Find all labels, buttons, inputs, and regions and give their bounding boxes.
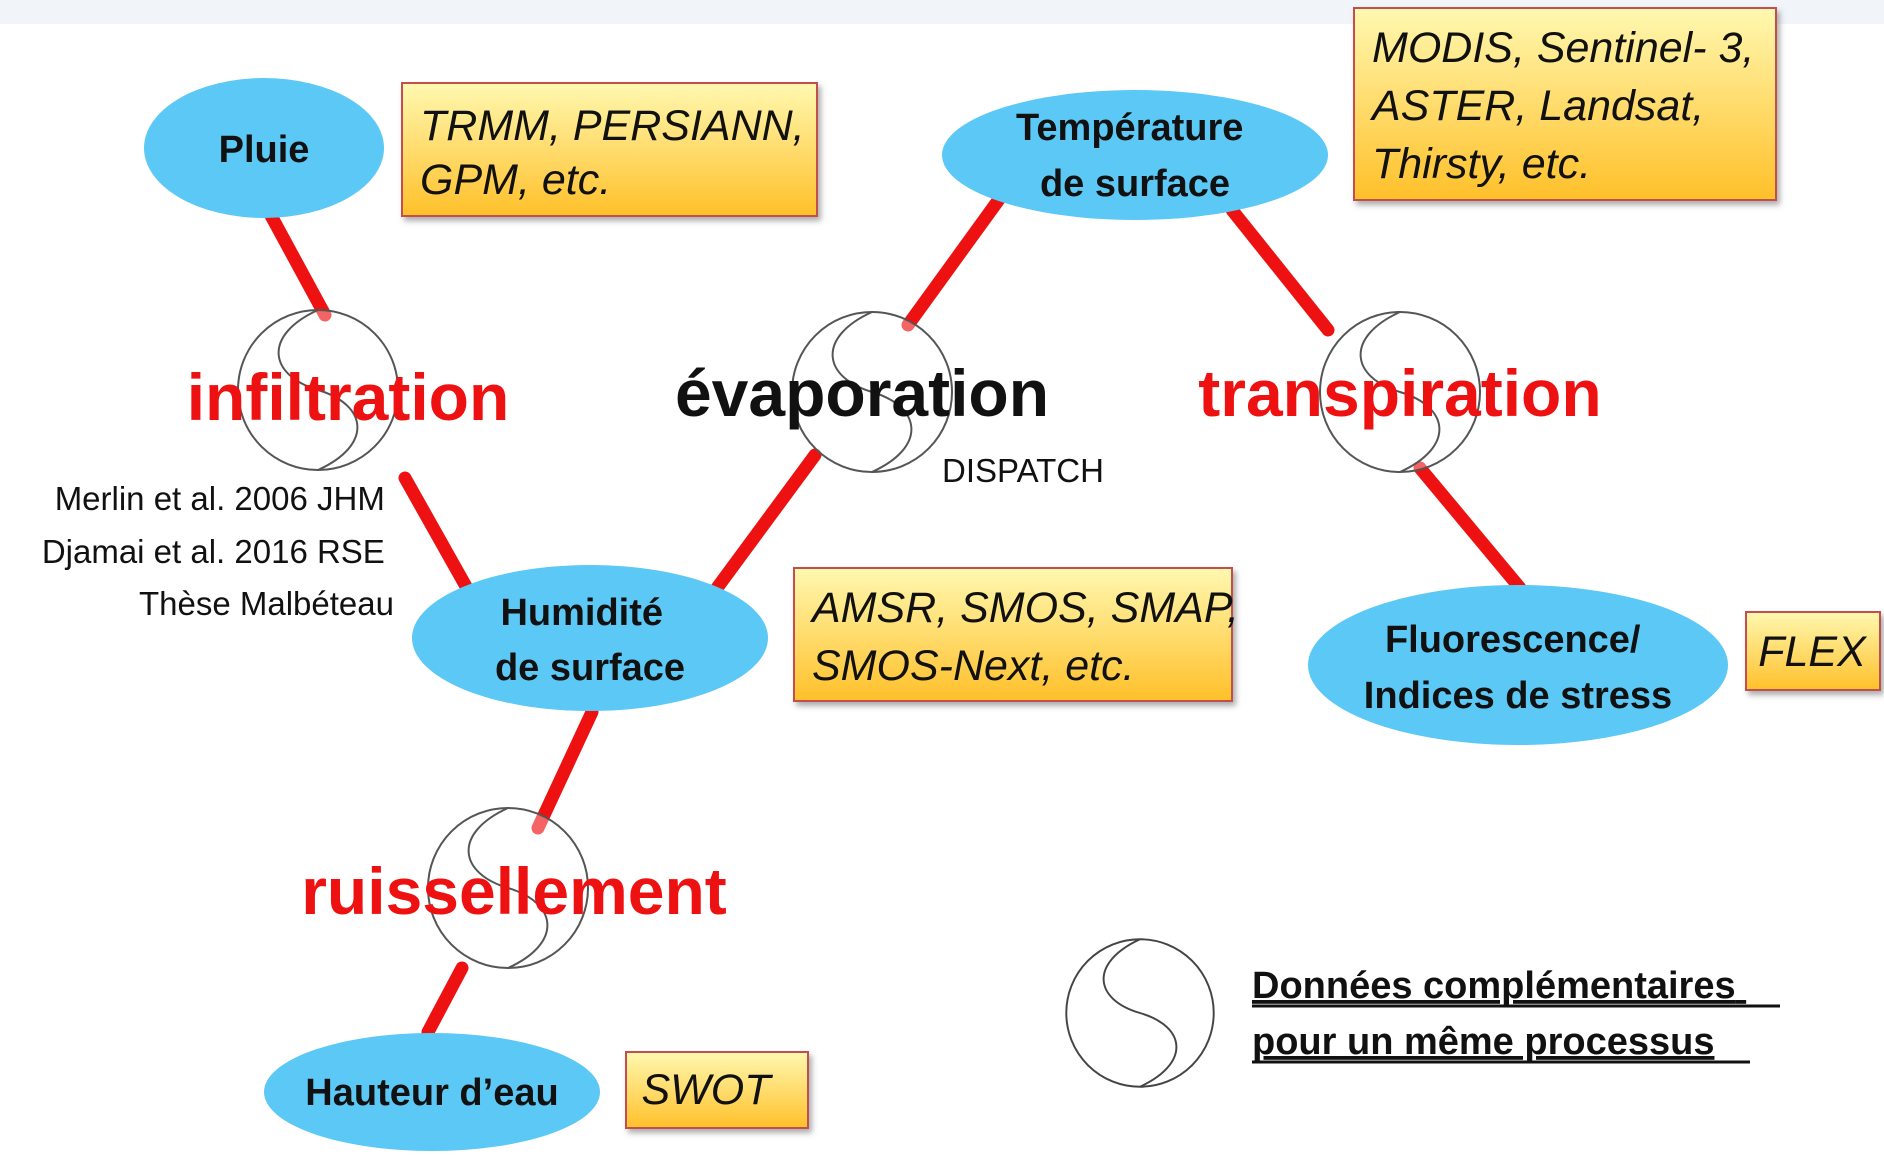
link-humidite-ruissellement [531,705,599,835]
references: Merlin et al. 2006 JHM Djamai et al. 201… [42,480,394,622]
reference-2: Djamai et al. 2016 RSE [42,533,385,570]
sat-box-temperature-text: MODIS, Sentinel- 3, ASTER, Landsat, Thir… [1369,24,1766,188]
sat-box-pluie: TRMM, PERSIANN, GPM, etc. [401,82,818,217]
node-humidite: Humidité de surface [412,565,768,711]
sat-box-fluorescence: FLEX [1745,611,1881,691]
sat-box-pluie-text: TRMM, PERSIANN, GPM, etc. [420,102,817,204]
sat-box-humidite: AMSR, SMOS, SMAP, SMOS-Next, etc. [793,567,1251,702]
sat-box-hauteur-rect [625,1051,809,1129]
legend-symbol-icon [1065,938,1215,1088]
link-humidite-evaporation [710,448,822,595]
node-humidite-label: Humidité de surface [495,592,685,689]
sat-box-temperature-rect [1353,7,1777,201]
node-hauteur: Hauteur d’eau [264,1033,600,1151]
process-ruissellement: ruissellement [301,854,727,928]
link-ruissellement-hauteur [421,961,469,1039]
sat-box-pluie-rect [401,82,818,217]
sat-box-fluorescence-text: FLEX [1758,628,1868,676]
node-fluorescence: Fluorescence/ Indices de stress [1308,585,1728,745]
node-temperature-shape [942,90,1328,220]
reference-1: Merlin et al. 2006 JHM [55,480,385,517]
process-evaporation: évaporation [675,356,1049,430]
sat-box-humidite-rect [793,567,1233,702]
node-pluie-shape [144,78,384,218]
sat-box-fluorescence-rect [1745,611,1881,691]
node-fluorescence-shape [1308,585,1728,745]
node-hauteur-label: Hauteur d’eau [305,1072,558,1114]
links [261,191,1527,1039]
link-infiltration-humidite [398,471,475,597]
process-infiltration: infiltration [187,360,510,434]
link-pluie-infiltration [261,203,332,322]
node-temperature: Température de surface [942,90,1328,220]
sat-box-hauteur: SWOT [625,1051,809,1129]
legend-text: Données complémentaires pour un même pro… [1252,965,1746,1063]
node-pluie: Pluie [144,78,384,218]
sat-box-hauteur-text: SWOT [642,1066,774,1114]
model-label-dispatch: DISPATCH [942,452,1104,489]
node-fluorescence-label: Fluorescence/ Indices de stress [1364,619,1672,717]
node-humidite-shape [412,565,768,711]
link-temperature-transpiration [1225,203,1335,337]
node-hauteur-shape [264,1033,600,1151]
node-temperature-label: Température de surface [1016,107,1254,205]
sat-box-temperature: MODIS, Sentinel- 3, ASTER, Landsat, Thir… [1353,7,1777,201]
node-pluie-label: Pluie [219,129,310,171]
link-evaporation-temperature [901,191,1007,332]
link-transpiration-fluorescence [1413,461,1527,595]
legend: Données complémentaires pour un même pro… [1065,938,1780,1088]
reference-3: Thèse Malbéteau [139,585,394,622]
sat-box-humidite-text: AMSR, SMOS, SMAP, SMOS-Next, etc. [809,584,1251,690]
process-transpiration: transpiration [1198,356,1601,430]
